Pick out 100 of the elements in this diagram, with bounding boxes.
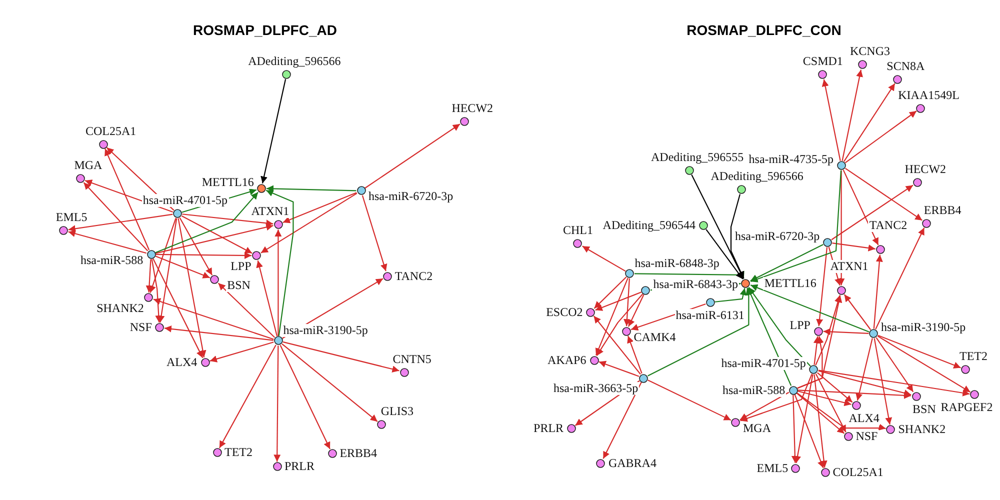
node-label: KIAA1549L: [897, 88, 960, 102]
arrow: [798, 390, 852, 406]
arrow: [648, 288, 752, 376]
arrow: [706, 229, 744, 280]
arrow: [256, 260, 278, 336]
node-label: hsa-miR-3190-5p: [880, 321, 967, 334]
arrow: [282, 341, 400, 372]
node-label: ERBB4: [922, 204, 962, 217]
arrow: [179, 218, 213, 276]
node-label: hsa-miR-588: [80, 254, 144, 267]
panel-title: ROSMAP_DLPFC_CON: [686, 22, 842, 38]
arrow: [876, 337, 914, 392]
node-label: TET2: [224, 446, 254, 459]
arrow: [260, 192, 358, 254]
node-label: ALX4: [166, 356, 198, 369]
arrow: [274, 346, 281, 462]
arrow: [818, 370, 970, 396]
arrow: [648, 380, 732, 421]
arrow: [813, 336, 820, 365]
arrow: [844, 294, 872, 330]
arrow: [156, 224, 274, 254]
arrow: [68, 214, 173, 232]
node-label: hsa-miR-4735-5p: [748, 153, 834, 166]
arrow: [750, 244, 824, 282]
arrow: [823, 328, 869, 336]
arrow: [730, 194, 744, 279]
node-label: CHL1: [562, 224, 594, 238]
arrow: [814, 374, 828, 468]
arrow: [218, 344, 276, 448]
node-label: KCNG3: [849, 45, 892, 58]
node-label: GLIS3: [380, 405, 415, 418]
node-label: CNTN5: [392, 352, 432, 366]
node-label: ATXN1: [250, 204, 290, 218]
arrow: [596, 294, 644, 356]
node-label: ADediting_596544: [602, 219, 696, 232]
arrow: [181, 215, 252, 254]
arrow: [274, 230, 282, 336]
arrow: [796, 392, 845, 434]
node-label: CSMD1: [802, 54, 844, 68]
arrow: [877, 336, 971, 393]
arrow: [266, 185, 356, 192]
arrow: [856, 338, 873, 401]
arrow: [747, 288, 792, 386]
arrow: [796, 392, 886, 430]
arrow: [740, 374, 812, 422]
arrow: [838, 170, 845, 286]
node-label: ATXN1: [829, 260, 870, 273]
arrow: [873, 254, 883, 329]
node-label: METTL16: [200, 176, 255, 189]
node-label: hsa-miR-588: [722, 384, 786, 396]
node-label: HECW2: [450, 102, 494, 115]
arrow: [598, 360, 640, 377]
arrow: [623, 278, 630, 326]
node-label: PRLR: [532, 422, 565, 435]
node-label: hsa-miR-6720-3p: [734, 230, 821, 243]
arrow: [842, 70, 863, 162]
node-label: TANC2: [868, 219, 908, 232]
arrow: [146, 259, 153, 293]
node-label: hsa-miR-6720-3p: [368, 190, 454, 204]
node-label: LPP: [788, 318, 812, 332]
arrow: [843, 83, 896, 162]
node-label: ADediting_596566: [247, 54, 342, 68]
node-label: hsa-miR-6848-3p: [634, 256, 720, 270]
arrow: [178, 218, 206, 358]
arrow: [594, 276, 627, 309]
node-label: RAPGEF2: [940, 401, 994, 414]
arrow: [748, 287, 811, 366]
arrow: [155, 192, 258, 254]
node-label: ALX4: [848, 412, 880, 426]
arrow: [83, 182, 148, 252]
arrow: [815, 295, 842, 366]
node-label: TANC2: [394, 270, 434, 282]
arrow: [156, 252, 252, 259]
arrow: [149, 218, 176, 293]
node-label: SHANK2: [897, 423, 947, 436]
arrow: [266, 190, 294, 336]
arrow: [822, 79, 841, 161]
node-label: GABRA4: [607, 456, 658, 470]
panel-title: ROSMAP_DLPFC_AD: [193, 22, 337, 38]
arrow: [878, 334, 961, 368]
node-label: HECW2: [904, 162, 948, 176]
arrow: [874, 338, 892, 425]
node-label: MGA: [742, 422, 772, 435]
node-label: hsa-miR-4701-5p: [720, 357, 807, 370]
arrow: [818, 370, 912, 396]
arrow: [364, 124, 460, 189]
arrow: [182, 214, 274, 227]
arrow: [153, 298, 274, 340]
arrow: [750, 170, 842, 282]
arrow: [68, 230, 147, 254]
node-label: MGA: [73, 159, 104, 172]
node-label: SHANK2: [96, 302, 145, 315]
node-label: EML5: [54, 210, 88, 224]
arrow: [831, 184, 914, 240]
node-label: CAMK4: [632, 330, 677, 344]
arrow: [282, 343, 378, 422]
arrow: [844, 168, 922, 221]
node-label: COL25A1: [832, 466, 884, 480]
arrow: [794, 374, 814, 464]
arrow: [791, 394, 798, 463]
